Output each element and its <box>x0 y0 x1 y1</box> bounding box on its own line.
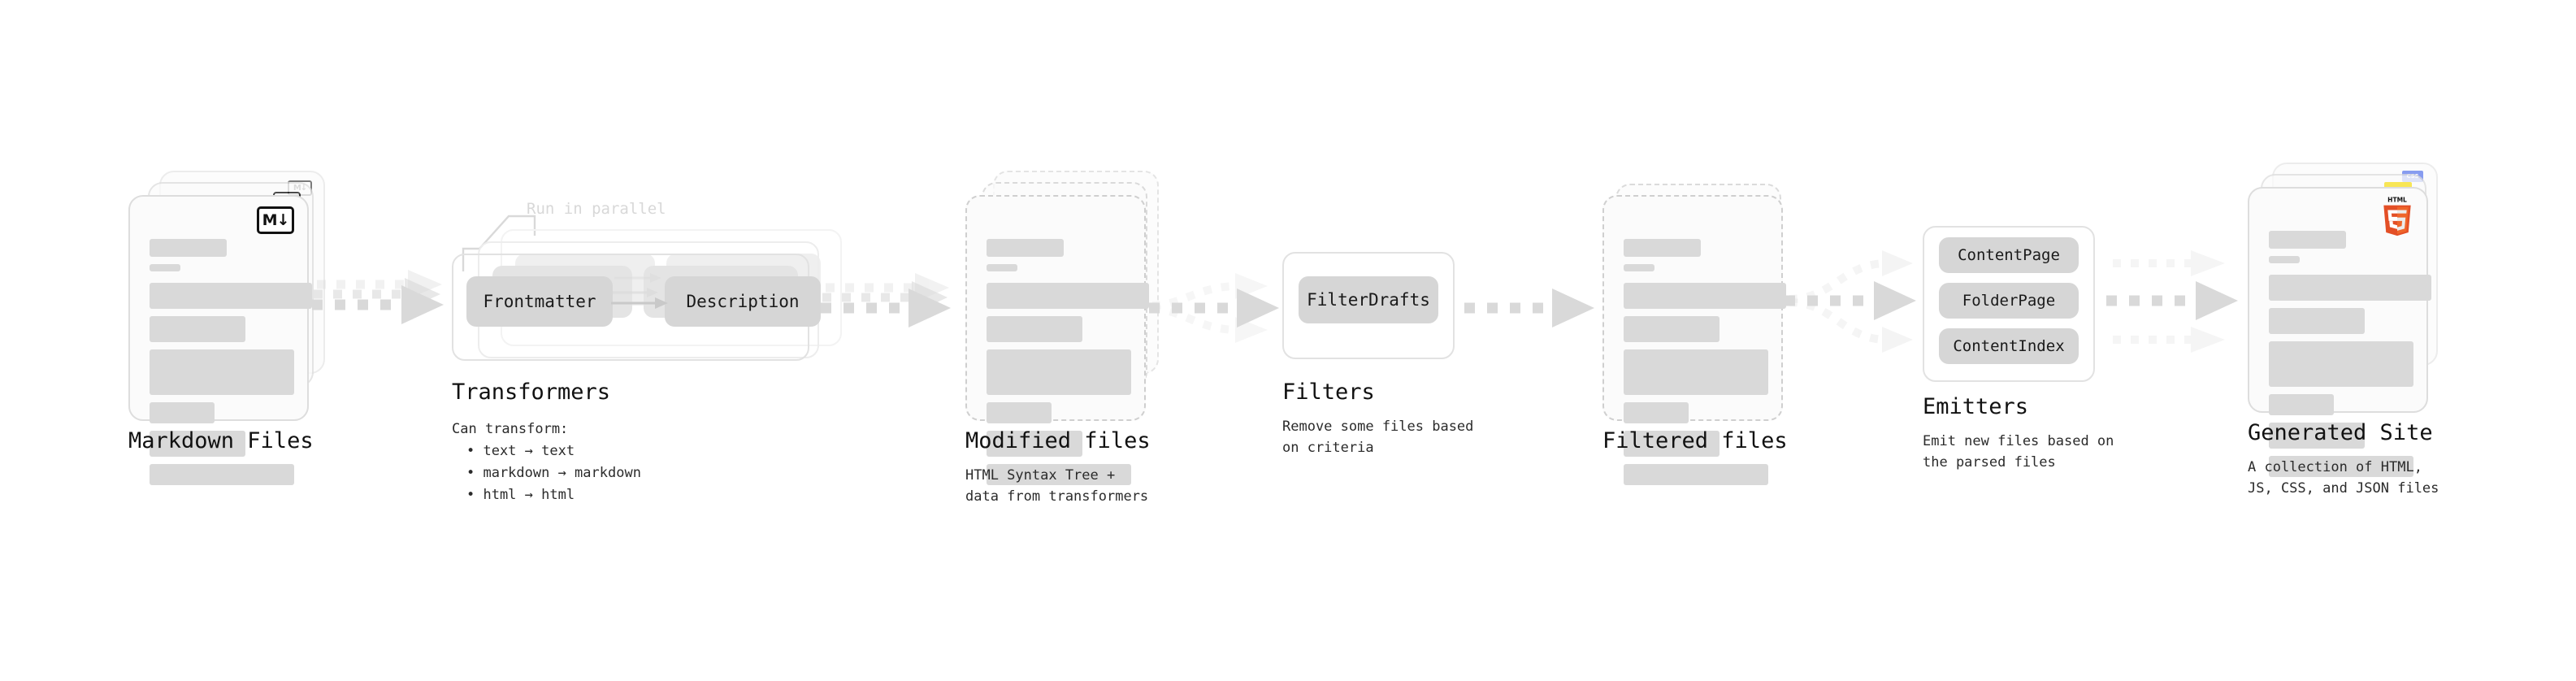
doc-line-bar <box>1624 283 1786 309</box>
svg-text:HTML: HTML <box>2387 197 2407 204</box>
doc-line-bar <box>150 431 245 457</box>
filters-title: Filters <box>1282 380 1375 405</box>
transformers-layer-arrows <box>611 273 661 297</box>
generated-card-front: HTML <box>2248 187 2431 477</box>
connector-filters-to-filtered <box>1464 288 1594 327</box>
doc-line-bar <box>987 402 1052 423</box>
doc-line-bar <box>2269 231 2346 249</box>
doc-line-bar <box>2269 456 2413 477</box>
filters-chip-filterdrafts[interactable]: FilterDrafts <box>1299 276 1438 323</box>
markdown-card-lines <box>150 239 312 492</box>
emitters-title: Emitters <box>1923 394 2029 419</box>
emitters-desc-1: the parsed files <box>1923 454 2056 471</box>
doc-line-bar <box>1624 349 1768 395</box>
generated-site-desc-0: A collection of HTML, <box>2248 459 2422 475</box>
doc-line-bar <box>1624 431 1720 457</box>
doc-line-bar <box>987 316 1082 342</box>
emitters-group <box>1923 226 2095 382</box>
transformers-desc-item-0: • text → text <box>466 443 575 459</box>
doc-line-bar <box>150 402 215 423</box>
doc-line-bar <box>2269 394 2334 415</box>
generated-card-lines <box>2269 231 2431 484</box>
doc-line-bar <box>150 349 294 395</box>
doc-line-bar <box>987 239 1064 257</box>
doc-line-bar <box>1624 464 1768 485</box>
modified-files-desc-1: data from transformers <box>965 488 1149 505</box>
doc-line-bar <box>987 349 1131 395</box>
doc-line-bar <box>1624 402 1689 423</box>
modified-files-title: Modified files <box>965 428 1151 453</box>
doc-line-bar <box>150 264 180 271</box>
modified-card-front <box>965 195 1149 485</box>
connector-emitters-to-generated <box>2106 250 2238 353</box>
doc-line-bar <box>150 283 312 309</box>
transformers-desc-heading: Can transform: <box>452 421 569 437</box>
transformers-chip-description[interactable]: Description <box>665 276 821 327</box>
connector-transformers-to-modified <box>821 273 951 327</box>
doc-line-bar <box>987 283 1149 309</box>
doc-line-bar <box>987 464 1131 485</box>
connector-modified-to-filters <box>1149 273 1279 343</box>
transformers-inner-arrow <box>611 297 668 309</box>
markdown-card-front: M↓ <box>128 195 312 485</box>
filtered-files-title: Filtered files <box>1602 428 1788 453</box>
emitters-desc-0: Emit new files based on <box>1923 433 2114 449</box>
filters-desc-0: Remove some files based <box>1282 419 1474 435</box>
filtered-card-front <box>1602 195 1786 485</box>
transformers-title: Transformers <box>452 380 611 405</box>
doc-line-bar <box>2269 423 2365 449</box>
doc-line-bar <box>1624 239 1701 257</box>
doc-line-bar <box>987 264 1017 271</box>
filtered-card-lines <box>1624 239 1786 492</box>
filters-desc-1: on criteria <box>1282 440 1374 456</box>
generated-site-desc-1: JS, CSS, and JSON files <box>2248 480 2439 497</box>
transformers-desc-item-1: • markdown → markdown <box>466 465 641 481</box>
run-in-parallel-bracket <box>462 215 536 271</box>
doc-line-bar <box>2269 341 2413 387</box>
markdown-badge: M↓ <box>257 206 294 234</box>
doc-line-bar <box>150 239 227 257</box>
html5-icon: HTML <box>2383 197 2411 236</box>
connector-filtered-to-emitters <box>1785 250 1916 353</box>
generated-site-title: Generated Site <box>2248 420 2433 445</box>
connector-markdown-to-transformers <box>312 270 444 324</box>
emitters-chip-folderpage[interactable]: FolderPage <box>1939 283 2079 319</box>
doc-line-bar <box>2269 308 2365 334</box>
doc-line-bar <box>2269 275 2431 301</box>
markdown-files-title: Markdown Files <box>128 428 314 453</box>
transformers-chip-frontmatter[interactable]: Frontmatter <box>466 276 613 327</box>
modified-files-desc-0: HTML Syntax Tree + <box>965 467 1116 484</box>
doc-line-bar <box>2269 256 2300 263</box>
doc-line-bar <box>150 464 294 485</box>
emitters-chip-contentpage[interactable]: ContentPage <box>1939 237 2079 273</box>
modified-card-lines <box>987 239 1149 492</box>
transformers-desc-item-2: • html → html <box>466 487 575 503</box>
filters-group <box>1282 252 1455 359</box>
run-in-parallel-label: Run in parallel <box>527 200 666 218</box>
doc-line-bar <box>1624 316 1720 342</box>
doc-line-bar <box>1624 264 1654 271</box>
doc-line-bar <box>987 431 1082 457</box>
emitters-chip-contentindex[interactable]: ContentIndex <box>1939 328 2079 364</box>
doc-line-bar <box>150 316 245 342</box>
